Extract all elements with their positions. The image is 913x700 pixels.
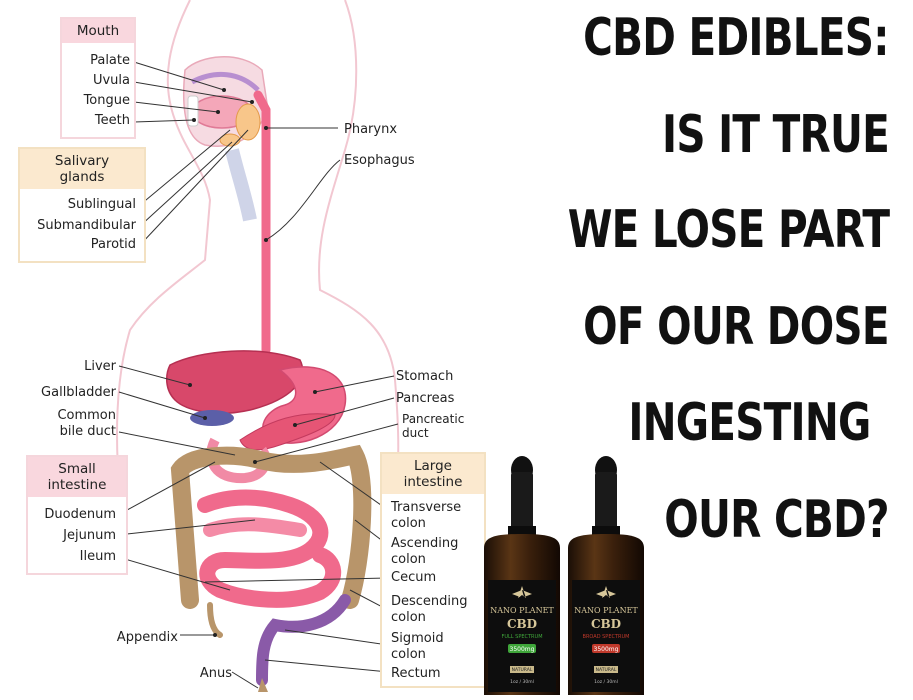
bottle1-product: CBD [507, 617, 537, 631]
bottle2-strength: 3500mg [594, 646, 619, 653]
bottle1-volume: 1oz / 30ml [510, 679, 534, 685]
label-sigmoid-colon: Sigmoid colon [391, 631, 444, 662]
small-intestine [197, 489, 342, 608]
submandibular-gland [219, 133, 241, 147]
anus [258, 678, 268, 692]
headline-line-1: CBD EDIBLES: [583, 8, 890, 68]
bottle2-strength-badge [592, 644, 620, 653]
label-uvula: Uvula [92, 73, 130, 88]
label-descending-colon: Descending colon [391, 594, 468, 625]
jejunum [203, 517, 307, 537]
label-gallbladder: Gallbladder [41, 385, 117, 400]
label-stomach: Stomach [396, 369, 453, 384]
bottle2-type: BROAD SPECTRUM [583, 634, 630, 640]
label-pancreas: Pancreas [396, 391, 455, 406]
bottle1-strength-badge [508, 644, 536, 653]
headline-line-3: WE LOSE PART [567, 200, 889, 260]
pancreas [239, 413, 336, 451]
label-duodenum: Duodenum [44, 507, 116, 522]
label-appendix: Appendix [117, 630, 178, 645]
large-intestine-group: Large intestine [380, 452, 486, 688]
bottle1-flavor: NATURAL [512, 667, 533, 673]
label-pharynx: Pharynx [344, 122, 397, 137]
palate [190, 71, 260, 92]
trachea [225, 148, 257, 222]
bottle2-brand: NANO PLANET [574, 606, 638, 615]
label-liver: Liver [84, 359, 117, 374]
large-intestine [170, 444, 372, 609]
label-ileum: Ileum [79, 549, 116, 564]
leader-dots [188, 88, 317, 637]
salivary-glands-header: Salivary glands [20, 149, 144, 189]
bottle1-strength: 3500mg [510, 646, 535, 653]
body-outline-right [318, 0, 400, 521]
mouth-group: Mouth [60, 17, 136, 139]
bottle-broad-spectrum [568, 456, 644, 695]
label-jejunum: Jejunum [63, 528, 116, 543]
salivary-glands-group: Salivary glands [18, 147, 146, 263]
bottle2-product: CBD [591, 617, 621, 631]
liver [165, 350, 304, 415]
large-intestine-header: Large intestine [382, 454, 484, 494]
small-intestine-header: Small intestine [28, 457, 126, 497]
label-submandibular: Submandibular [37, 218, 136, 233]
label-common-bile-duct: Common bile duct [57, 408, 116, 439]
label-esophagus: Esophagus [344, 153, 415, 168]
label-teeth: Teeth [94, 113, 130, 128]
parotid-gland [235, 103, 261, 141]
headline-line-4: OF OUR DOSE [583, 297, 889, 357]
label-palate: Palate [90, 53, 130, 68]
bottle2-flavor-badge [594, 666, 618, 673]
headline-line-5: INGESTING [628, 393, 872, 453]
label-sublingual: Sublingual [67, 197, 136, 212]
bottle-full-spectrum [484, 456, 560, 695]
rectum [256, 594, 351, 686]
mouth-header: Mouth [62, 19, 134, 43]
bottle1-flavor-badge [510, 666, 534, 673]
teeth [187, 95, 199, 127]
label-anus: Anus [200, 666, 232, 681]
bottle2-flavor: NATURAL [596, 667, 617, 673]
label-parotid: Parotid [90, 237, 136, 252]
esophagus [253, 90, 271, 355]
label-cecum: Cecum [391, 570, 437, 585]
headline-line-2: IS IT TRUE [661, 105, 890, 165]
body-outline-left [116, 0, 212, 501]
label-pancreatic-duct: Pancreatic duct [402, 412, 465, 440]
product-bottles: NANO PLANET CBD FULL SPECTRUM 3500mg NAT… [484, 456, 644, 695]
bottle1-type: FULL SPECTRUM [501, 634, 542, 640]
small-intestine-group: Small intestine [26, 455, 128, 575]
label-tongue: Tongue [83, 93, 130, 108]
leader-lines [117, 61, 399, 689]
bottle2-volume: 1oz / 30ml [594, 679, 618, 685]
label-transverse-colon: Transverse colon [391, 500, 462, 531]
headline-line-6: OUR CBD? [664, 490, 890, 550]
appendix [207, 602, 223, 638]
bottle1-leaf-icon [512, 586, 532, 598]
gallbladder [190, 410, 234, 426]
bottle2-leaf-icon [596, 586, 616, 598]
label-ascending-colon: Ascending colon [391, 536, 459, 567]
bottle1-brand: NANO PLANET [490, 606, 554, 615]
label-rectum: Rectum [391, 666, 441, 681]
